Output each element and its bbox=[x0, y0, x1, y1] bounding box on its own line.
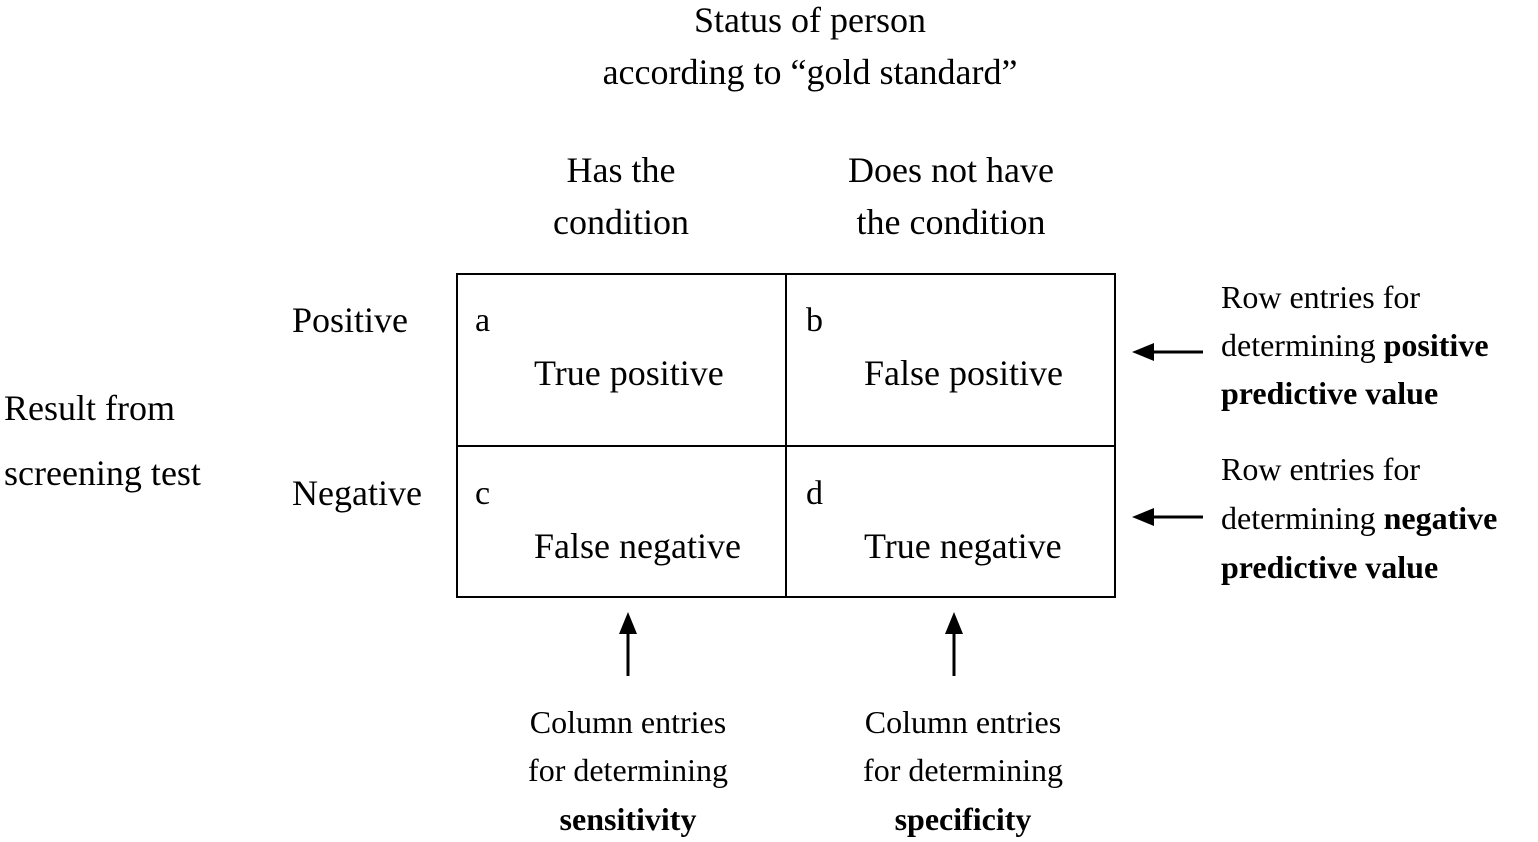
ppv-arrow-icon bbox=[1132, 343, 1203, 361]
sensitivity-annotation-line-2: for determining bbox=[528, 752, 728, 788]
npv-annotation-line-2-bold: negative bbox=[1383, 500, 1498, 536]
ppv-annotation-line-2: determining positive bbox=[1221, 329, 1489, 361]
cell-a-letter: a bbox=[475, 302, 491, 339]
npv-annotation-line-3: predictive value bbox=[1221, 549, 1439, 585]
side-label-line-1: Result from bbox=[4, 388, 175, 428]
column-header-no-condition-line-1: Does not have bbox=[848, 150, 1054, 190]
table-vertical-divider bbox=[785, 273, 787, 598]
specificity-annotation-line-3: specificity bbox=[894, 801, 1032, 837]
column-header-has-condition-line-2: condition bbox=[553, 202, 689, 242]
header-title-line-2: according to “gold standard” bbox=[602, 52, 1018, 92]
cell-a-text: True positive bbox=[534, 353, 724, 393]
specificity-arrow-icon bbox=[945, 612, 963, 676]
npv-annotation-line-1: Row entries for bbox=[1221, 451, 1421, 487]
column-header-no-condition-line-2: the condition bbox=[856, 202, 1046, 242]
ppv-annotation-line-3: predictive value bbox=[1221, 375, 1439, 411]
sensitivity-arrow-icon bbox=[619, 612, 637, 676]
cell-b-text: False positive bbox=[864, 353, 1063, 393]
specificity-annotation-line-1: Column entries bbox=[864, 704, 1062, 740]
cell-d-text: True negative bbox=[864, 526, 1062, 566]
npv-arrow-icon bbox=[1132, 508, 1203, 526]
npv-annotation-line-2: determining negative bbox=[1221, 502, 1497, 534]
sensitivity-annotation-line-3: sensitivity bbox=[559, 801, 697, 837]
npv-annotation-line-2-plain: determining bbox=[1221, 500, 1384, 536]
cell-c-text: False negative bbox=[534, 526, 741, 566]
specificity-annotation-line-2: for determining bbox=[863, 752, 1063, 788]
cell-c-letter: c bbox=[475, 475, 491, 512]
sensitivity-annotation-line-1: Column entries bbox=[529, 704, 727, 740]
row-label-positive: Positive bbox=[292, 300, 409, 340]
table-horizontal-divider bbox=[456, 445, 1116, 447]
header-title-line-1: Status of person bbox=[694, 0, 926, 40]
side-label-line-2: screening test bbox=[4, 453, 201, 493]
cell-b-letter: b bbox=[806, 302, 823, 339]
ppv-annotation-line-2-plain: determining bbox=[1221, 327, 1384, 363]
column-header-has-condition-line-1: Has the bbox=[566, 150, 676, 190]
cell-d-letter: d bbox=[806, 475, 823, 512]
ppv-annotation-line-1: Row entries for bbox=[1221, 279, 1421, 315]
ppv-annotation-line-2-bold: positive bbox=[1383, 327, 1489, 363]
row-label-negative: Negative bbox=[292, 473, 422, 513]
